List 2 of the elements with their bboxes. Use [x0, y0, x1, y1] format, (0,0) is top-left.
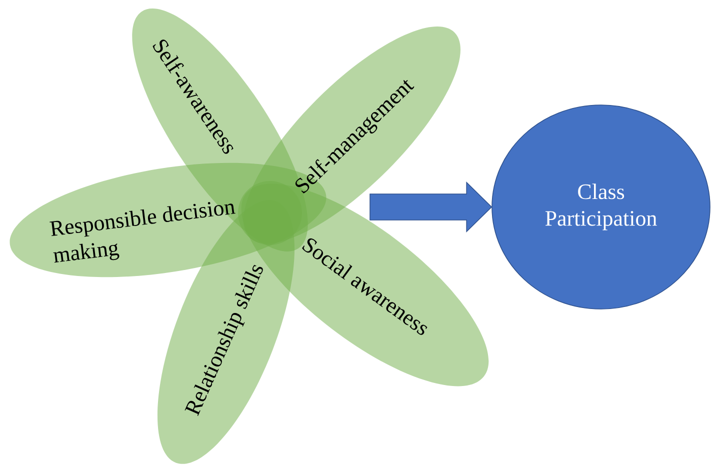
circle-node: Class Participation	[492, 104, 710, 310]
block-arrow	[370, 182, 492, 232]
